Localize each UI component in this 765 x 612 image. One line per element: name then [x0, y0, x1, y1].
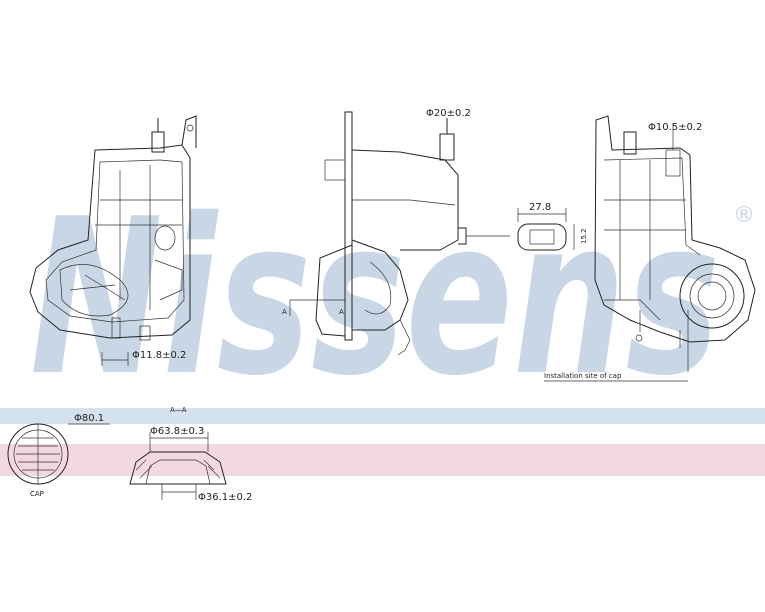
tank-left-view	[29, 115, 197, 366]
tank-middle-view	[289, 111, 510, 356]
brand-watermark: Nissens	[30, 172, 720, 423]
dim-phi-20: Φ20±0.2	[426, 108, 471, 119]
dim-phi-10-5: Φ10.5±0.2	[648, 122, 702, 133]
installation-site-label: Installation site of cap	[544, 372, 622, 380]
tank-right-view	[594, 115, 756, 372]
dim-phi-11-8: Φ11.8±0.2	[132, 350, 186, 361]
registered-mark: ®	[733, 203, 755, 228]
connector-detail	[517, 208, 575, 251]
cap-view	[7, 423, 110, 485]
dim-15-2: 15.2	[580, 228, 588, 244]
cap-label: CAP	[30, 490, 44, 498]
section-aa-label: A—A	[170, 406, 187, 414]
section-aa-view	[129, 432, 227, 500]
pink-band	[0, 444, 765, 476]
dim-27-8: 27.8	[529, 202, 551, 213]
section-mark-a-left: A	[282, 308, 287, 316]
dim-phi-63-8: Φ63.8±0.3	[150, 426, 204, 437]
section-mark-a-right: A	[339, 308, 344, 316]
dim-phi-36-1: Φ36.1±0.2	[198, 492, 252, 503]
dim-phi-80-1: Φ80.1	[74, 413, 104, 424]
blue-band	[0, 408, 765, 424]
